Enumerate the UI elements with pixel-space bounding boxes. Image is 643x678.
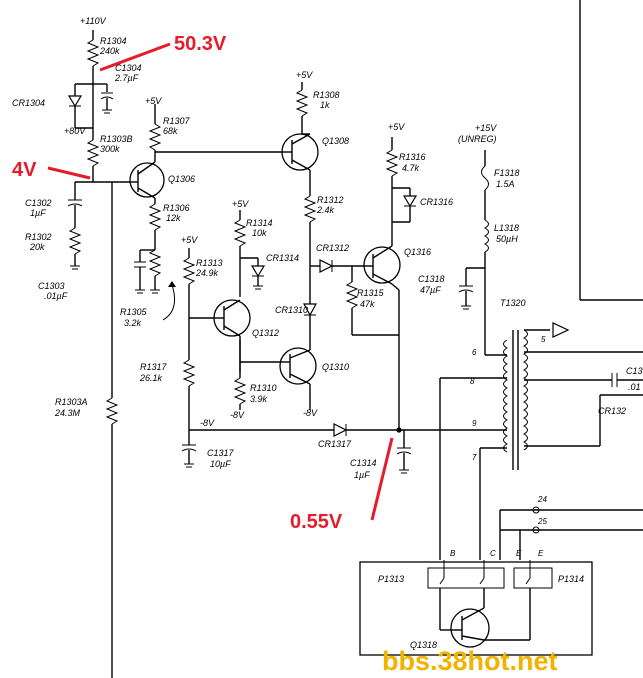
r1308-value: 1k <box>320 100 330 110</box>
r1307-value: 68k <box>163 126 178 136</box>
c1302-label: C1302 <box>25 198 52 208</box>
measurement-markers <box>47 42 394 521</box>
r1303b-label: R1303B <box>100 134 133 144</box>
pin-24: 24 <box>537 495 547 504</box>
r1314-value: 10k <box>252 228 267 238</box>
r1314-label: R1314 <box>246 218 273 228</box>
wires <box>67 0 643 678</box>
r1302-label: R1302 <box>25 232 52 242</box>
q1310-rail: -8V <box>303 408 318 418</box>
r1306-value: 12k <box>166 213 181 223</box>
r1307-rail: +5V <box>145 96 162 106</box>
c1318-label: C1318 <box>418 274 445 284</box>
r1308-rail: +5V <box>296 70 313 80</box>
cap-cut-value: .01 <box>628 382 641 392</box>
c1304-label: C1304 <box>115 63 142 73</box>
r1314-rail: +5V <box>232 199 249 209</box>
r1317-label: R1317 <box>140 362 168 372</box>
pin-e-2: E <box>538 549 544 558</box>
r1315-value: 47k <box>360 299 375 309</box>
r1316-label: R1316 <box>399 152 426 162</box>
pin-25: 25 <box>537 517 547 526</box>
q1308-label: Q1308 <box>322 136 349 146</box>
r1303a-label: R1303A <box>55 397 88 407</box>
pin-9: 9 <box>472 419 477 428</box>
r1313-label: R1313 <box>196 258 223 268</box>
supply-top-label: +110V <box>80 16 107 26</box>
r1316-value: 4.7k <box>402 163 420 173</box>
c1318-value: 47µF <box>420 285 441 295</box>
c13-cut-label: C13 <box>626 366 643 376</box>
cr1317-rail: -8V <box>200 418 215 428</box>
r1305-label: R1305 <box>120 307 148 317</box>
r1316-rail: +5V <box>388 122 405 132</box>
p1314-label: P1314 <box>558 574 584 584</box>
c1304-value: 2.7µF <box>114 73 139 83</box>
r1312-value: 2.4k <box>316 205 335 215</box>
r1308-label: R1308 <box>313 90 340 100</box>
q1312-label: Q1312 <box>252 328 279 338</box>
r1306-label: R1306 <box>163 203 190 213</box>
c1314-value: 1µF <box>354 470 370 480</box>
unreg-rail-2: (UNREG) <box>458 134 497 144</box>
q1310-label: Q1310 <box>322 362 349 372</box>
r1315-label: R1315 <box>357 288 385 298</box>
r1305-value: 3.2k <box>124 318 142 328</box>
r1303b-value: 300k <box>100 144 120 154</box>
measurement-top: 50.3V <box>174 33 227 55</box>
pin-5: 5 <box>541 335 546 344</box>
r1312-label: R1312 <box>317 195 344 205</box>
watermark: bbs.38hot.net <box>382 646 558 676</box>
c1303-label: C1303 <box>38 281 65 291</box>
labels: +110V R1304 240k C1304 2.7µF CR1304 +80V… <box>12 16 643 676</box>
plus80-label: +80V <box>64 126 86 136</box>
r1313-value: 24.9k <box>195 268 219 278</box>
q1306-label: Q1306 <box>168 174 195 184</box>
c1317-label: C1317 <box>207 448 235 458</box>
c1317-value: 10µF <box>210 459 231 469</box>
c1303-value: .01µF <box>44 291 68 301</box>
cr1316-label: CR1316 <box>420 197 453 207</box>
q1316-label: Q1316 <box>404 247 431 257</box>
f1318-label: F1318 <box>494 168 520 178</box>
r1310-label: R1310 <box>250 383 277 393</box>
pin-b: B <box>450 549 456 558</box>
pin-8: 8 <box>470 377 475 386</box>
r1303a-value: 24.3M <box>54 408 81 418</box>
r1304-value: 240k <box>99 46 120 56</box>
cr1312-label: CR1312 <box>316 243 349 253</box>
q1318-label: Q1318 <box>410 640 437 650</box>
pin-c: C <box>490 549 496 558</box>
pin-e-1: E <box>516 549 522 558</box>
measurement-base: 4V <box>12 159 37 181</box>
p1313-label: P1313 <box>378 574 404 584</box>
l1318-value: 50µH <box>496 234 518 244</box>
c1302-value: 1µF <box>30 208 46 218</box>
measurement-bottom: 0.55V <box>290 511 343 533</box>
cr1310-label: CR1310 <box>275 305 308 315</box>
unreg-rail-1: +15V <box>475 123 497 133</box>
r1313-rail: +5V <box>181 235 198 245</box>
c1314-label: C1314 <box>350 458 377 468</box>
r1310-value: 3.9k <box>250 394 268 404</box>
r1317-value: 26.1k <box>139 373 163 383</box>
r1307-label: R1307 <box>163 116 191 126</box>
pin-6: 6 <box>472 348 477 357</box>
r1302-value: 20k <box>29 242 45 252</box>
f1318-value: 1.5A <box>496 179 515 189</box>
r1304-label: R1304 <box>100 36 127 46</box>
cr1314-label: CR1314 <box>266 253 299 263</box>
cr1304-label: CR1304 <box>12 98 45 108</box>
pin-7: 7 <box>472 453 477 462</box>
r1310-rail: -8V <box>230 410 245 420</box>
cr132-cut-label: CR132 <box>598 406 626 416</box>
cr1317-label: CR1317 <box>318 439 352 449</box>
t1320-label: T1320 <box>500 298 526 308</box>
l1318-label: L1318 <box>494 223 519 233</box>
